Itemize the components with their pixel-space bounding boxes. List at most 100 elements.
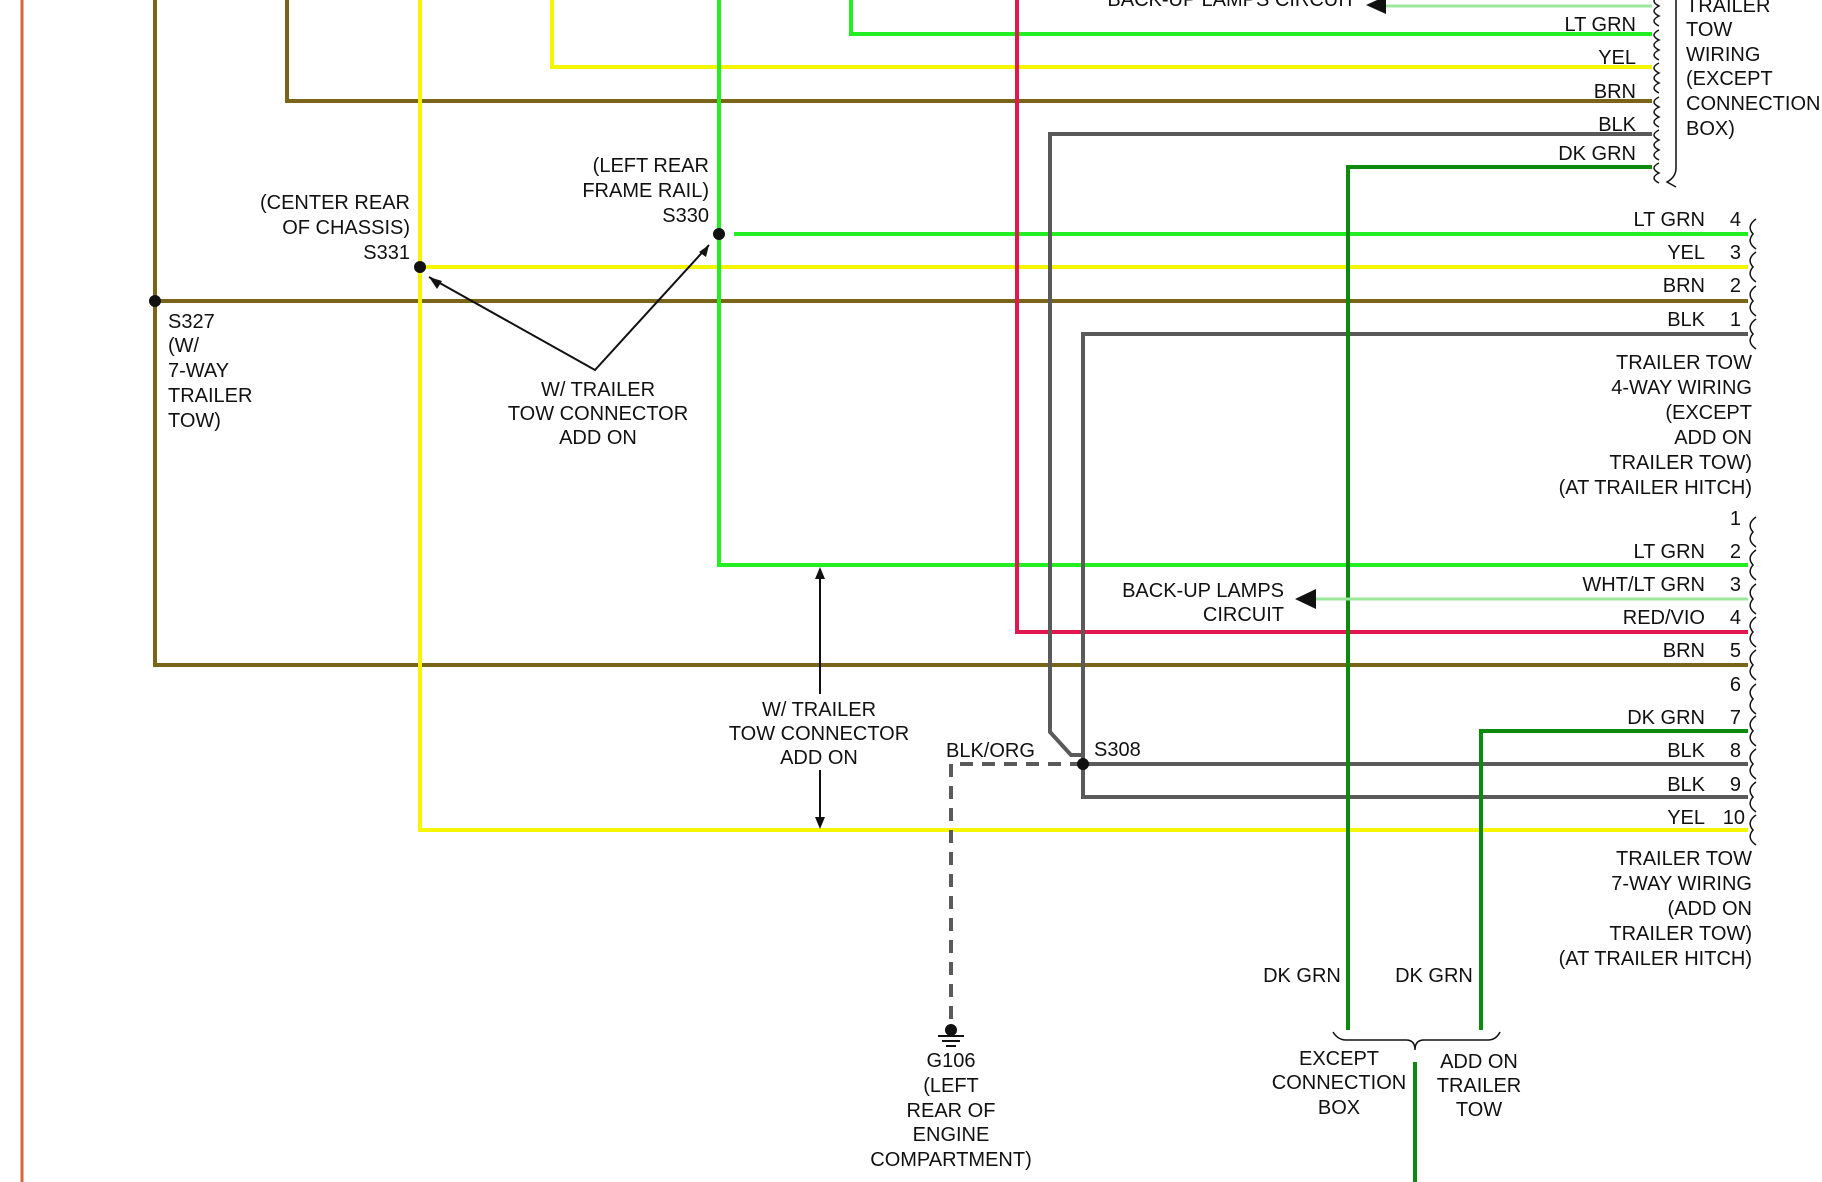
fw-brn-label: BRN — [1663, 275, 1705, 297]
connector-7way-pins — [1749, 516, 1757, 846]
fw-lt-grn-label: LT GRN — [1634, 209, 1706, 231]
s308-label: S308 — [1094, 739, 1141, 761]
dk-grn-right-label: DK GRN — [1395, 965, 1473, 987]
lrfr-label-2: FRAME RAIL) — [582, 180, 709, 202]
fw-pin-4: 4 — [1730, 209, 1741, 231]
sw-wht-lt-grn-label: WHT/LT GRN — [1582, 574, 1705, 596]
t4-label-1: TRAILER TOW — [1616, 352, 1752, 374]
sw-lt-grn-label: LT GRN — [1634, 541, 1706, 563]
sw-pin-6: 6 — [1730, 674, 1741, 696]
t4-label-6: (AT TRAILER HITCH) — [1559, 477, 1752, 499]
g106-label-2: (LEFT — [923, 1075, 979, 1097]
backup-lamps-arrow-top — [1366, 0, 1386, 14]
except-box-label-3: BOX — [1318, 1097, 1360, 1119]
t7-label-4: TRAILER TOW) — [1609, 923, 1752, 945]
s330-label: S330 — [662, 205, 709, 227]
pointer-head-s331 — [429, 277, 442, 289]
s327-label-1: S327 — [168, 311, 215, 333]
wire-brn-top — [285, 0, 1652, 103]
s327-label-5: TOW) — [168, 410, 221, 432]
s327-label-4: TRAILER — [168, 385, 252, 407]
sw-pin-1: 1 — [1730, 508, 1741, 530]
backup-lamps-label-top: BACK-UP LAMPS CIRCUIT — [1107, 0, 1356, 11]
double-arrow-head-down — [815, 817, 825, 829]
top-brn-label: BRN — [1594, 81, 1636, 103]
ground-g106-symbol — [938, 1024, 964, 1047]
splice-s327-dot — [149, 295, 161, 307]
add-on-tow-label-2: TRAILER — [1437, 1075, 1521, 1097]
except-box-label-1: EXCEPT — [1299, 1048, 1379, 1070]
add-on-tow-label-1: ADD ON — [1440, 1051, 1518, 1073]
splice-s308-dot — [1077, 758, 1089, 770]
splice-s330-dot — [713, 228, 725, 240]
sw-pin-3: 3 — [1730, 574, 1741, 596]
wire-dk-grn-except-box — [1346, 165, 1652, 1030]
t7-label-3: (ADD ON — [1668, 898, 1752, 920]
ground-dot — [945, 1024, 957, 1036]
wtc2-label-3: ADD ON — [780, 747, 858, 769]
add-on-tow-label-3: TOW — [1456, 1099, 1502, 1121]
crc-label-1: (CENTER REAR — [260, 192, 410, 214]
wires — [153, 0, 1748, 1182]
sw-blk-9-label: BLK — [1667, 774, 1705, 796]
t4-label-2: 4-WAY WIRING — [1611, 377, 1752, 399]
wire-yel-top — [550, 0, 1652, 69]
connector-4way-pins — [1749, 218, 1757, 350]
fw-pin-3: 3 — [1730, 242, 1741, 264]
s331-label: S331 — [363, 242, 410, 264]
wire-lt-grn-top — [849, 0, 1652, 36]
connector-top-pins — [1653, 0, 1661, 184]
wire-yel-s331-trunk — [418, 0, 1748, 832]
wtc2-label-1: W/ TRAILER — [762, 699, 876, 721]
wire-blk-top — [1048, 132, 1652, 757]
tow-group-label-4: (EXCEPT — [1686, 68, 1773, 90]
pointer-head-s330 — [699, 245, 709, 257]
wire-lt-grn-s330-trunk — [717, 0, 1748, 567]
sw-pin-2: 2 — [1730, 541, 1741, 563]
sw-red-vio-label: RED/VIO — [1623, 607, 1705, 629]
g106-label-4: ENGINE — [913, 1124, 990, 1146]
wtc1-label-1: W/ TRAILER — [541, 379, 655, 401]
t7-label-2: 7-WAY WIRING — [1611, 873, 1752, 895]
tow-group-label-5: CONNECTION — [1686, 93, 1820, 115]
fw-yel-label: YEL — [1667, 242, 1705, 264]
arrows — [428, 0, 1386, 829]
fw-pin-2: 2 — [1730, 275, 1741, 297]
sw-dk-grn-label: DK GRN — [1627, 707, 1705, 729]
g106-label-5: COMPARTMENT) — [870, 1149, 1031, 1171]
top-lt-grn-label: LT GRN — [1565, 14, 1637, 36]
t4-label-4: ADD ON — [1674, 427, 1752, 449]
wire-brn-s327-trunk — [153, 0, 1748, 667]
tow-group-label-2: TOW — [1686, 19, 1732, 41]
wtc2-label-2: TOW CONNECTOR — [729, 723, 909, 745]
t7-label-5: (AT TRAILER HITCH) — [1559, 948, 1752, 970]
sw-pin-9: 9 — [1730, 774, 1741, 796]
backup-lamps-arrow-mid — [1295, 589, 1316, 609]
wire-blk-4way — [1081, 332, 1748, 799]
wtc1-label-2: TOW CONNECTOR — [508, 403, 688, 425]
except-box-label-2: CONNECTION — [1272, 1072, 1406, 1094]
sw-pin-7: 7 — [1730, 707, 1741, 729]
sw-pin-5: 5 — [1730, 640, 1741, 662]
t7-label-1: TRAILER TOW — [1616, 848, 1752, 870]
sw-pin-8: 8 — [1730, 740, 1741, 762]
tow-group-label-1: TRAILER — [1686, 0, 1770, 17]
fw-blk-label: BLK — [1667, 309, 1705, 331]
g106-label-3: REAR OF — [907, 1100, 996, 1122]
wire-red-vio — [1015, 0, 1748, 634]
pointer-line-s331-s330 — [428, 244, 710, 372]
connector-top-bracket — [1665, 0, 1677, 188]
top-yel-label: YEL — [1598, 47, 1636, 69]
sw-blk-8-label: BLK — [1667, 740, 1705, 762]
s327-label-2: (W/ — [168, 335, 200, 357]
lrfr-label-1: (LEFT REAR — [593, 155, 709, 177]
g106-label-1: G106 — [927, 1050, 976, 1072]
s327-label-3: 7-WAY — [168, 360, 229, 382]
splices — [149, 228, 1089, 770]
backup-lamps-mid-label-1: BACK-UP LAMPS — [1122, 580, 1284, 602]
backup-lamps-mid-label-2: CIRCUIT — [1203, 604, 1284, 626]
tow-group-label-3: WIRING — [1686, 44, 1760, 66]
sw-yel-label: YEL — [1667, 807, 1705, 829]
t4-label-3: (EXCEPT — [1665, 402, 1752, 424]
